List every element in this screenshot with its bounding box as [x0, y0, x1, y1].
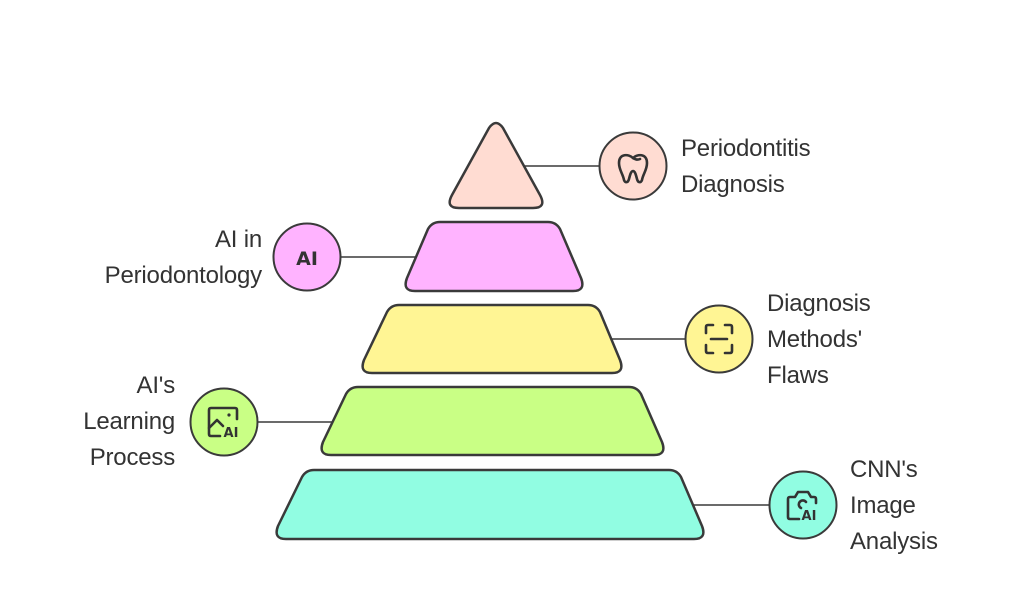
pyramid-tier-5 [275, 468, 705, 541]
label-diagnosis-methods-flaws: Diagnosis Methods' Flaws [767, 290, 871, 389]
ai-camera-icon-label: AI [802, 509, 817, 524]
label-ai-in-periodontology: AI in Periodontology [104, 226, 263, 289]
label-periodontitis-diagnosis: Periodontitis Diagnosis [681, 135, 811, 198]
ai-text-icon: AI [296, 248, 318, 270]
ai-image-icon: AI [207, 406, 239, 441]
label-cnns-image-analysis: CNN's Image Analysis [850, 456, 938, 555]
icon-badge-tier-4 [189, 387, 259, 457]
icon-badge-tier-2 [272, 222, 342, 292]
ai-image-icon-label: AI [224, 426, 239, 441]
icon-badge-tier-1 [598, 131, 668, 201]
ai-camera-icon: AI [786, 490, 818, 524]
tooth-icon [617, 153, 649, 184]
pyramid-tier-2 [404, 220, 584, 293]
pyramid-tier-3 [361, 303, 623, 375]
pyramid-tier-4 [320, 385, 665, 457]
label-ais-learning-process: AI's Learning Process [83, 372, 175, 471]
pyramid-tier-1 [448, 121, 544, 210]
icon-badge-tier-5 [768, 470, 838, 540]
scan-icon [704, 323, 734, 355]
